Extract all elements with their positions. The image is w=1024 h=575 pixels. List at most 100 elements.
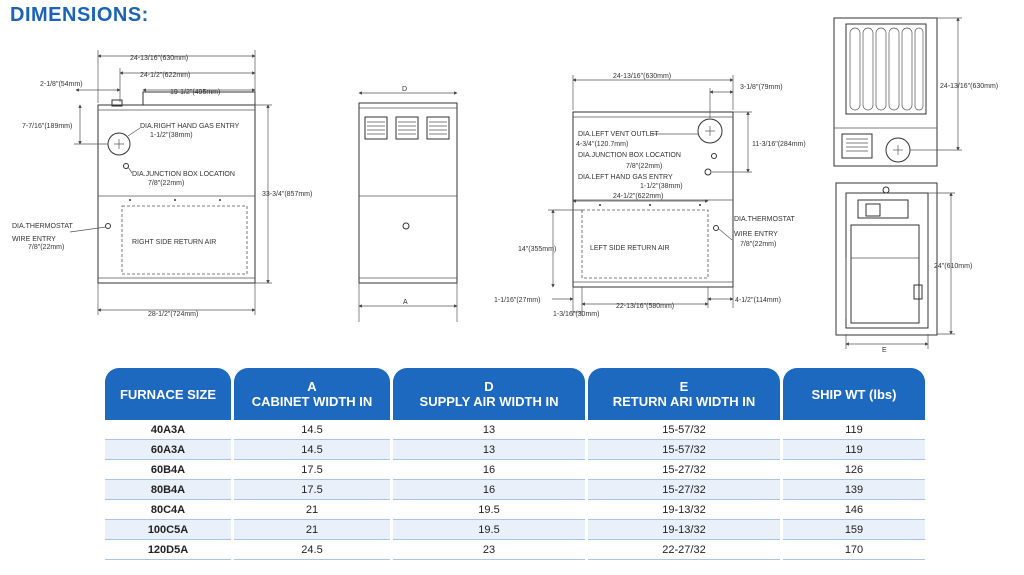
header-label: CABINET WIDTH IN [251,394,373,409]
cell-supply-width: 19.5 [393,500,585,520]
left-dim-bottom: 28-1/2"(724mm) [148,311,198,318]
cell-return-width: 15-57/32 [588,440,780,460]
cell-furnace-size: 40A3A [105,420,231,440]
right-thermostat-label: DIA.THERMOSTAT [734,216,796,223]
right-dim-side: 11-3/16"(284mm) [752,141,806,148]
left-wire-entry-label: WIRE ENTRY [12,236,56,243]
cell-return-width: 15-27/32 [588,460,780,480]
cell-supply-width: 13 [393,420,585,440]
top-cabinet-outline [833,17,938,167]
cell-return-width: 15-27/32 [588,480,780,500]
header-label: RETURN ARI WIDTH IN [612,394,756,409]
page-title: DIMENSIONS: [10,4,149,26]
cell-return-width: 22-27/32 [588,540,780,560]
front-view: D A [358,86,458,322]
cell-supply-width: 16 [393,480,585,500]
header-label: SUPPLY AIR WIDTH IN [419,394,559,409]
cell-ship-weight: 126 [783,460,925,480]
cell-supply-width: 16 [393,460,585,480]
bottom-view: 24"(610mm) E [835,182,972,354]
left-dim-side: 7-7/16"(189mm) [22,123,72,130]
right-junction-value: 7/8"(22mm) [626,163,662,170]
bottom-dim-height: 24"(610mm) [934,263,972,270]
left-return-air-cutout [121,205,248,275]
top-view: 24-13/16"(630mm) [833,17,998,167]
left-dim-top-inner: 19-1/2"(495mm) [170,89,220,96]
left-dim-top-overall: 24-13/16"(630mm) [130,55,188,62]
left-return-air-label: RIGHT SIDE RETURN AIR [132,239,216,246]
cell-furnace-size: 60A3A [105,440,231,460]
left-side-view: 24-13/16"(630mm) 24-1/2"(622mm) 19-1/2"(… [12,50,312,318]
header-letter: E [679,379,689,394]
cell-supply-width: 13 [393,440,585,460]
cell-cabinet-width: 17.5 [234,480,390,500]
cell-ship-weight: 139 [783,480,925,500]
right-return-air-label: LEFT SIDE RETURN AIR [590,245,670,252]
cell-cabinet-width: 17.5 [234,460,390,480]
header-label: FURNACE SIZE [119,386,217,402]
cell-supply-width: 23 [393,540,585,560]
header-letter: D [484,379,494,394]
right-gas-value: 1-1/2"(38mm) [640,183,683,190]
right-vent-outlet [697,118,723,144]
right-dim-b2: 22-13/16"(580mm) [616,303,674,310]
right-gas-label: DIA.LEFT HAND GAS ENTRY [578,174,673,181]
left-dim-small: 2-1/8"(54mm) [40,81,83,88]
cell-cabinet-width: 24.5 [234,540,390,560]
header-label: SHIP WT (lbs) [811,386,897,402]
bottom-cabinet-outline [835,182,938,336]
right-dim-mid: 24-1/2"(622mm) [613,193,663,200]
front-label-a: A [403,299,408,306]
cell-cabinet-width: 21 [234,520,390,540]
cell-supply-width: 19.5 [393,520,585,540]
cell-furnace-size: 100C5A [105,520,231,540]
left-junction-value: 7/8"(22mm) [148,180,184,187]
cell-ship-weight: 159 [783,520,925,540]
right-dim-b4: 1-3/16"(30mm) [553,311,599,318]
cell-cabinet-width: 21 [234,500,390,520]
cell-furnace-size: 80C4A [105,500,231,520]
cell-return-width: 15-57/32 [588,420,780,440]
cell-ship-weight: 119 [783,420,925,440]
right-dim-b1: 1-1/16"(27mm) [494,297,540,304]
right-return-air-cutout [581,209,709,279]
right-wire-entry-value: 7/8"(22mm) [740,241,776,248]
left-thermostat-label: DIA.THERMOSTAT [12,223,74,230]
cell-furnace-size: 120D5A [105,540,231,560]
cell-return-width: 19-13/32 [588,500,780,520]
right-wire-entry-label: WIRE ENTRY [734,231,778,238]
left-gas-entry-label: DIA.RIGHT HAND GAS ENTRY [140,123,240,130]
cell-return-width: 19-13/32 [588,520,780,540]
bottom-label-e: E [882,347,887,354]
left-dim-top-mid: 24-1/2"(622mm) [140,72,190,79]
header-ship-weight: SHIP WT (lbs) [783,368,925,420]
cell-furnace-size: 60B4A [105,460,231,480]
front-cabinet-outline [358,102,458,284]
right-side-view: 24-13/16"(630mm) 3-1/8"(79mm) 11-3/16"(2… [494,73,806,318]
cell-furnace-size: 80B4A [105,480,231,500]
dimension-drawings: 24-13/16"(630mm) 24-1/2"(622mm) 19-1/2"(… [12,17,998,354]
cell-cabinet-width: 14.5 [234,420,390,440]
right-dim-top-right: 3-1/8"(79mm) [740,84,783,91]
cell-ship-weight: 146 [783,500,925,520]
left-wire-entry-value: 7/8"(22mm) [28,244,64,251]
left-height-dim: 33-3/4"(857mm) [262,191,312,198]
front-label-d: D [402,86,407,93]
right-dim-b3: 4-1/2"(114mm) [735,297,781,304]
header-furnace-size: FURNACE SIZE [105,368,231,420]
cell-cabinet-width: 14.5 [234,440,390,460]
right-junction-label: DIA.JUNCTION BOX LOCATION [578,152,681,159]
top-dim-height: 24-13/16"(630mm) [940,83,998,90]
